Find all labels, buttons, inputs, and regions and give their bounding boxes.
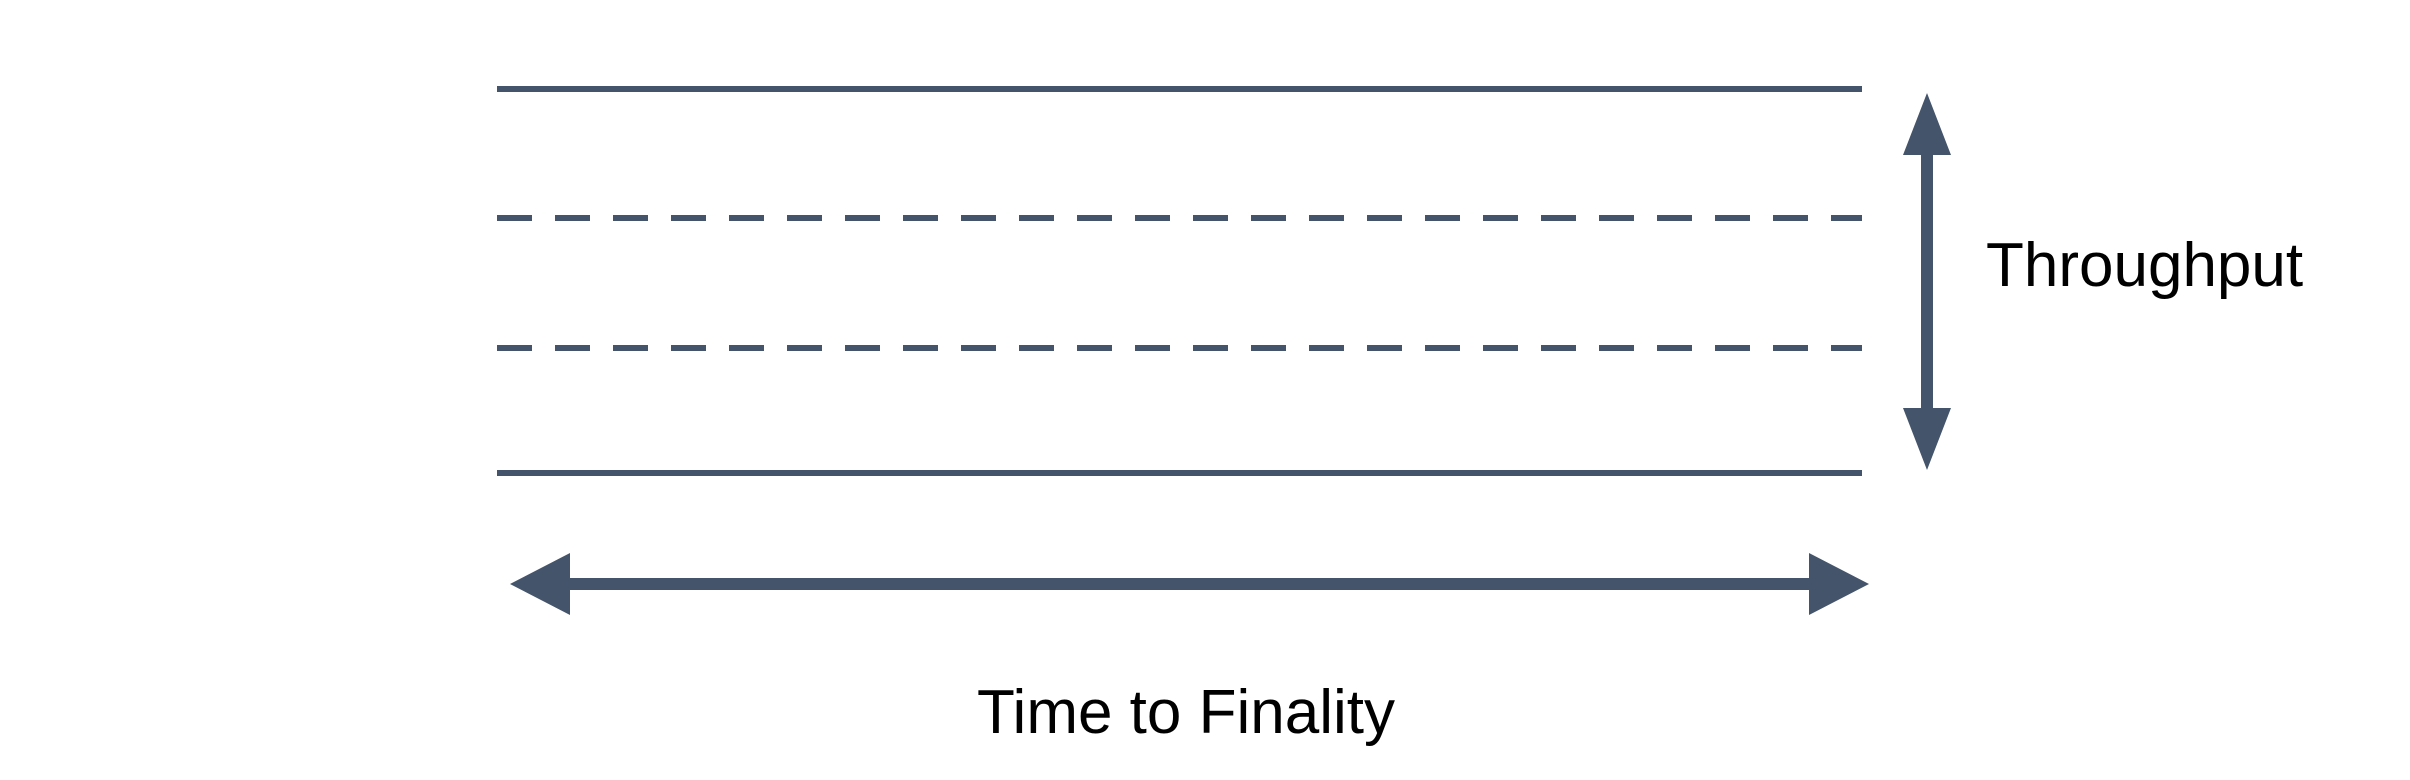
time-to-finality-arrow-head-left — [510, 553, 570, 615]
time-to-finality-arrow — [510, 553, 1869, 615]
time-to-finality-label: Time to Finality — [977, 678, 1395, 747]
throughput-arrow — [1903, 93, 1951, 470]
throughput-label: Throughput — [1986, 231, 2303, 300]
throughput-arrow-head-up — [1903, 93, 1951, 155]
band-lines — [497, 86, 1862, 476]
throughput-arrow-head-down — [1903, 408, 1951, 470]
time-to-finality-arrow-head-right — [1809, 553, 1869, 615]
throughput-arrow-shaft — [1921, 150, 1933, 413]
time-to-finality-arrow-shaft — [565, 578, 1814, 590]
